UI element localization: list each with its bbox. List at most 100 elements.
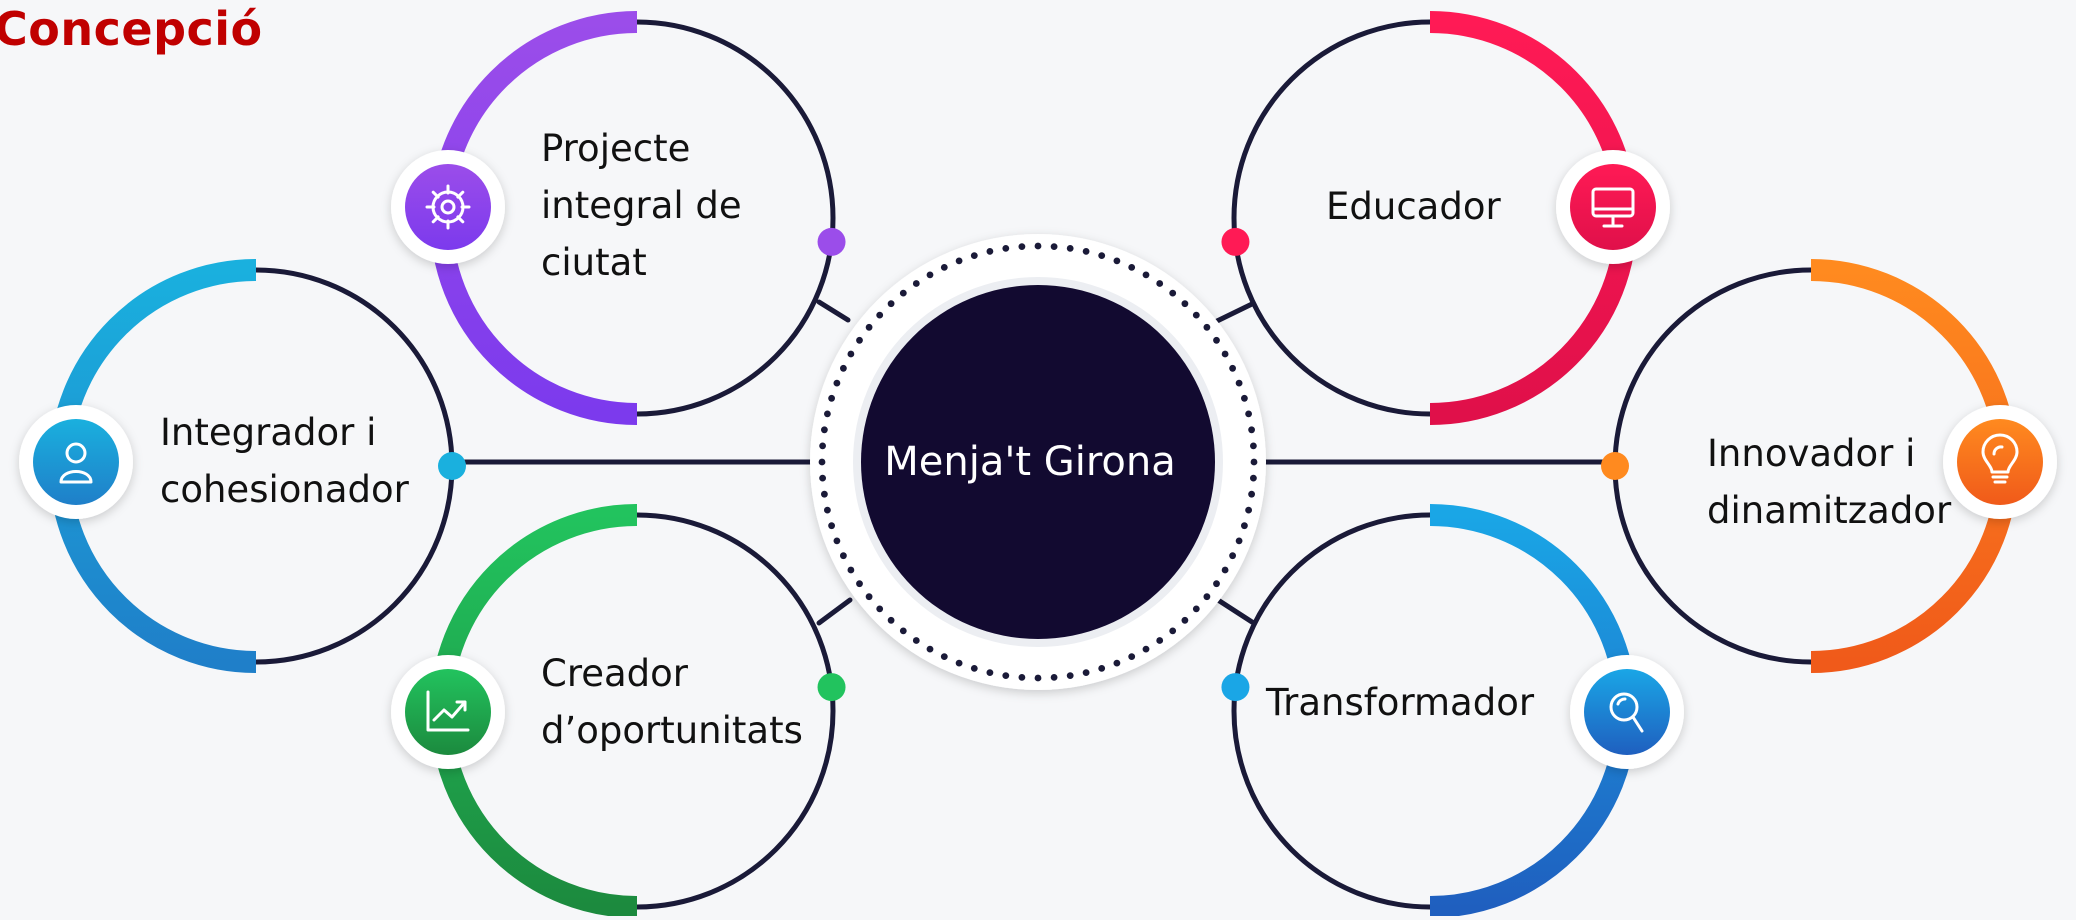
hub-dotted-ring (818, 242, 1258, 682)
hub-dot (986, 248, 994, 255)
hub-dot (1235, 537, 1243, 545)
badge-disc (1570, 164, 1656, 250)
monitor-icon (1591, 187, 1635, 228)
hub-dot (1241, 394, 1248, 402)
connector-lines (448, 299, 1620, 626)
page-title: Concepció (0, 2, 263, 56)
hub-dot (847, 566, 855, 574)
hub-dot (940, 653, 948, 660)
hub-dot (833, 379, 841, 387)
badge-creador (391, 655, 505, 769)
hub-dot (1169, 627, 1177, 635)
hub-dot (1066, 672, 1074, 679)
hub-dot (840, 552, 847, 560)
hub-dot (828, 522, 835, 530)
ring-dot-transformador (1221, 673, 1250, 702)
hub-dot (1142, 271, 1150, 279)
hub-dot (1002, 672, 1010, 679)
hub-dot (818, 458, 826, 466)
ring-dot-creador (817, 673, 846, 702)
hub-dot (865, 593, 873, 601)
hub-dot (819, 474, 826, 482)
badge-transformador (1570, 655, 1684, 769)
hub-dot (899, 627, 907, 635)
hub-dot (1002, 245, 1010, 252)
hub-dot (824, 506, 831, 514)
connector-projecte (816, 299, 851, 323)
central-hub (810, 234, 1266, 690)
hub-dot (1128, 264, 1136, 271)
hub-dot (1018, 243, 1026, 251)
hub-dot (821, 426, 828, 434)
hub-dot (926, 271, 934, 279)
hub-dot (1221, 566, 1229, 574)
hub-dot (856, 580, 863, 588)
hub-dot (821, 490, 828, 498)
badge-innovador (1943, 405, 2057, 519)
hub-dot (970, 665, 978, 672)
node-label-creador: Creador d’oportunitats (541, 652, 803, 752)
hub-dot (1229, 364, 1236, 372)
node-label-transformador: Transformador (1266, 681, 1535, 724)
hub-dot (1250, 474, 1257, 482)
hub-dot (1181, 616, 1189, 624)
hub-dot (819, 442, 826, 450)
hub-dot (865, 323, 873, 331)
lightbulb-icon (1981, 433, 2019, 484)
badge-disc (1584, 669, 1670, 755)
hub-dot (824, 410, 831, 418)
hub-dot (1221, 350, 1229, 358)
node-label-projecte: Projecte integral de ciutat (541, 127, 742, 284)
hub-dot (1098, 665, 1106, 672)
hub-dot (955, 257, 963, 265)
hub-dot (926, 645, 934, 653)
hub-dot (1128, 653, 1136, 660)
hub-dot (1213, 580, 1220, 588)
ring-dot-integrador (438, 452, 466, 480)
hub-dot (1050, 674, 1058, 681)
node-label-innovador: Innovador i dinamitzador (1707, 432, 1952, 532)
hub-dot (1192, 605, 1200, 613)
trend-chart-icon (426, 690, 470, 732)
hub-dot (1018, 674, 1026, 681)
hub-dot (1034, 674, 1042, 682)
hub-dot (1229, 552, 1236, 560)
hub-dot (1203, 323, 1211, 331)
hub-dot (912, 280, 920, 287)
hub-dot (1213, 336, 1220, 344)
badge-disc (405, 164, 491, 250)
icon-badges (19, 150, 2057, 769)
badge-integrador (19, 405, 133, 519)
hub-dot (1156, 280, 1164, 287)
badge-disc (1957, 419, 2043, 505)
hub-dot (1245, 506, 1252, 514)
search-icon (1609, 692, 1644, 733)
ring-dot-innovador (1601, 452, 1629, 480)
hub-dot (1142, 645, 1150, 653)
hub-dot (970, 252, 978, 259)
connector-educador (1212, 301, 1255, 325)
hub-dot (887, 616, 895, 624)
hub-dot (1181, 300, 1189, 308)
hub-dot (1113, 257, 1121, 265)
badge-educador (1556, 150, 1670, 264)
hub-dot (1248, 490, 1255, 498)
hub-dot (876, 311, 884, 319)
hub-dot (1235, 379, 1243, 387)
hub-dot (1192, 311, 1200, 319)
hub-dot (1248, 426, 1255, 434)
badge-projecte (391, 150, 505, 264)
hub-dot (840, 364, 847, 372)
hub-dot (1169, 289, 1177, 297)
node-label-educador: Educador (1326, 185, 1501, 228)
hub-dot (955, 659, 963, 667)
hub-core (861, 285, 1215, 639)
hub-dot (1203, 593, 1211, 601)
ring-dot-projecte (817, 227, 846, 256)
hub-dot (1250, 442, 1257, 450)
hub-dot (847, 350, 855, 358)
hub-dot (1250, 458, 1258, 466)
ring-dot-educador (1221, 227, 1250, 256)
hub-dot (912, 637, 920, 644)
